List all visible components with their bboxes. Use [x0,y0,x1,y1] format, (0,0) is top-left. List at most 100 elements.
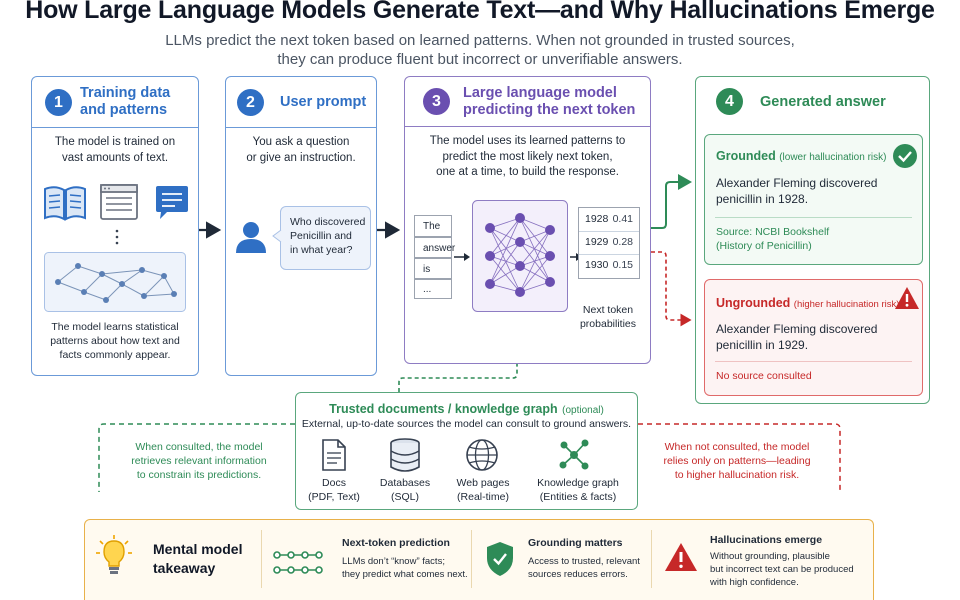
subtitle-line-1: LLMs predict the next token based on lea… [165,32,795,49]
not-consulted-note-3: to higher hallucination risk. [674,469,800,481]
prob-caption: Next token probabilities [566,303,650,331]
databases-sublabel: (SQL) [390,491,419,503]
grounded-answer-1: Alexander Fleming discovered [716,176,878,190]
database-icon [390,438,420,472]
ungrounded-answer-2: penicillin in 1929. [716,337,809,352]
step-3-text: The model uses its learned patterns to p… [405,134,650,181]
grounded-risk-text: (lower hallucination risk) [779,152,887,163]
subtitle-line-2: they can produce fluent but incorrect or… [277,51,683,68]
takeaway-title: Mental model takeaway [153,540,242,578]
chat-bubble-icon [156,186,188,219]
trusted-title: Trusted documents / knowledge graph (opt… [296,400,637,418]
prob-row: 1928 0.41 [579,208,639,232]
takeaway-item-2-title: Grounding matters [528,537,623,549]
step-1-title-line-1: Training data [80,85,171,101]
token-answer: answer [414,237,455,258]
grounded-label: Grounded (lower hallucination risk) [716,149,886,163]
vertical-ellipsis-icon [115,229,119,245]
not-consulted-note: When not consulted, the model relies onl… [648,440,826,482]
takeaway-item-1-text: LLMs don’t “know” facts; they predict wh… [342,555,468,581]
prompt-bubble: Who discovered Penicillin and in what ye… [280,206,371,270]
prob-value: 0.28 [612,236,633,248]
trusted-optional-text: (optional) [562,405,604,416]
source-label-web: Web pages (Real-time) [444,476,522,504]
takeaway-item-3-text-1: Without grounding, plausible [710,551,830,562]
trusted-title-text: Trusted documents / knowledge graph [329,402,558,416]
step-3-text-1: The model uses its learned patterns to [429,135,626,147]
step-1-training-card: 1 Training data and patterns The model i… [31,76,199,376]
takeaway-item-2-text-1: Access to trusted, relevant [528,556,640,567]
page-subtitle: LLMs predict the next token based on lea… [0,31,960,69]
step-1-text-bottom-3: facts commonly appear. [59,349,171,361]
ungrounded-answer-1: Alexander Fleming discovered [716,322,878,336]
step-2-text-1: You ask a question [252,136,350,148]
databases-label: Databases [379,477,431,489]
grounded-source-2: (History of Penicillin) [716,240,812,252]
token-is: is [414,258,452,279]
source-label-databases: Databases (SQL) [368,476,442,504]
grounded-divider [715,217,912,218]
grounded-source: Source: NCBI Bookshelf (History of Penic… [716,225,829,253]
step-1-title: Training data and patterns [80,85,170,119]
step-1-title-line-2: and patterns [80,102,168,118]
takeaway-title-line-1: Mental model [153,541,243,557]
step-3-model-card: 3 Large language model predicting the ne… [404,76,651,364]
trusted-subtitle: External, up-to-date sources the model c… [301,418,632,430]
not-consulted-note-2: relies only on patterns—leading [663,455,811,467]
prompt-line-1: Who discovered [290,216,366,228]
kg-label: Knowledge graph [537,477,619,489]
web-label: Web pages [456,477,510,489]
prob-word: 1930 [585,259,609,271]
lightbulb-icon [96,535,132,574]
takeaway-item-1-title: Next-token prediction [342,537,450,549]
probability-table: 1928 0.41 1929 0.28 1930 0.15 [578,207,640,279]
prompt-line-3: in what year? [290,244,353,256]
step-3-header: 3 Large language model predicting the ne… [405,77,650,127]
step-4-number: 4 [716,88,743,115]
web-sublabel: (Real-time) [457,491,509,503]
book-icon [44,186,86,221]
token-ellipsis: ... [414,279,452,299]
takeaway-item-2-text: Access to trusted, relevant sources redu… [528,555,640,581]
ungrounded-divider [715,361,912,362]
step-3-title: Large language model predicting the next… [463,85,635,119]
dashed-line-consulted [98,423,295,492]
step-3-title-line-1: Large language model [463,85,617,101]
takeaway-item-3-text-3: with high confidence. [710,577,799,588]
arrow-trusted-to-model [398,320,524,392]
consulted-note-3: to constrain its predictions. [136,469,262,481]
step-3-text-2: predict the most likely next token, [442,150,613,163]
prompt-line-2: Penicillin and [290,230,352,242]
takeaway-item-3-text-2: but incorrect text can be produced [710,564,854,575]
prob-word: 1929 [585,236,609,248]
prob-value: 0.41 [612,213,633,225]
prompt-bubble-tail [272,229,282,243]
takeaway-item-2-text-2: sources reduces errors. [528,569,628,580]
grounded-answer-2: penicillin in 1928. [716,191,809,206]
step-1-text-top-2: vast amounts of text. [61,151,169,164]
kg-sublabel: (Entities & facts) [539,491,617,503]
step-1-number: 1 [45,89,72,116]
step-4-title: Generated answer [760,94,886,110]
prompt-bubble-text: Who discovered Penicillin and in what ye… [290,215,365,257]
page-title: How Large Language Models Generate Text—… [25,0,935,24]
step-2-text: You ask a question or give an instructio… [226,135,376,166]
document-icon [322,439,346,471]
docs-sublabel: (PDF, Text) [308,491,360,503]
step-2-prompt-card: 2 User prompt You ask a question or give… [225,76,377,376]
step-3-number: 3 [423,88,450,115]
takeaway-item-1-text-1: LLMs don’t “know” facts; [342,556,445,567]
step-1-text-bottom-2: patterns about how text and [50,335,180,347]
token-the: The [414,215,452,237]
ungrounded-label-text: Ungrounded [716,296,791,310]
warning-icon [895,287,919,309]
step-1-text-top: The model is trained on vast amounts of … [32,135,198,166]
pattern-network-icon [44,252,186,312]
step-3-text-3: one at a time, to build the response. [436,166,619,178]
docs-label: Docs [322,477,346,489]
step-1-text-bottom: The model learns statistical patterns ab… [32,320,198,362]
step-1-header: 1 Training data and patterns [32,77,198,128]
takeaway-item-3-text: Without grounding, plausible but incorre… [710,550,854,589]
prob-row: 1930 0.15 [579,254,639,277]
